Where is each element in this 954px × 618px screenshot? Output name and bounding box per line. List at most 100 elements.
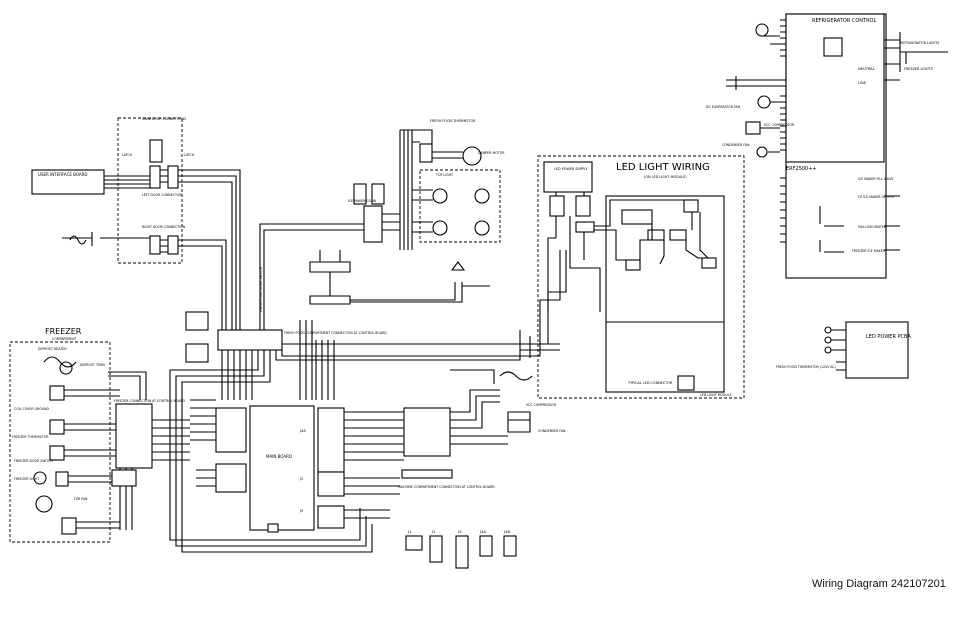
main-board-j4b-connector — [267, 523, 279, 533]
freezer-light-label: FREEZER LIGHT — [14, 477, 39, 481]
ice-maker-connection-block — [363, 205, 383, 243]
led-power-pcba — [845, 321, 909, 379]
freezer-connector-d — [55, 471, 69, 487]
led-power-supply-label: LED POWER SUPPLY — [554, 167, 589, 171]
machine-compartment-connector — [403, 407, 451, 457]
line-label: LINE — [858, 81, 867, 85]
door-connectors — [149, 139, 179, 255]
fzr-fan-label: FZR FAN — [74, 497, 88, 501]
coil-cover-ground-label: COIL COVER GROUND — [14, 407, 49, 411]
led-j12-block — [701, 257, 717, 269]
led-supply-connector-c — [575, 221, 595, 233]
typical-led-connector-label: TYPICAL LED CONNECTOR — [627, 381, 673, 385]
user-interface-harness — [62, 169, 241, 330]
condenser-fan-icon — [756, 146, 768, 158]
legend-j4b: J4B — [503, 529, 511, 534]
left-door-label: LEFT DOOR CONNECTION — [142, 193, 183, 197]
led-light-wiring-subtitle: (ON LED LIGHT MODULE) — [644, 175, 687, 179]
top-light-right-lamp — [474, 188, 490, 204]
user-interface-board — [31, 169, 105, 195]
defrost-heater-label: DEFROST HEATER — [38, 347, 67, 351]
led-top-light-block — [621, 209, 653, 225]
main-board-j5: J5 — [299, 509, 303, 513]
control-relay-block — [823, 37, 843, 57]
legend-j2: J2 — [431, 529, 436, 534]
led-power-pcba-inputs — [824, 326, 846, 371]
freezer-connector-b — [49, 419, 65, 435]
mullion-heater-label: MULLION HEATER — [858, 225, 887, 229]
fresh-food-thermistor-label: FRESH FOOD THERMISTOR — [430, 119, 476, 123]
led-supply-connector-a — [549, 195, 565, 217]
user-interface-board-label: USER INTERFACE BOARD — [38, 172, 88, 177]
fresh-food-harness — [259, 129, 490, 330]
connector-grid-bottom — [185, 343, 209, 363]
grab-door-label: GRAB DOOR CONNECTIONS — [142, 117, 186, 121]
freezer-subtitle: COMPARTMENT — [52, 337, 76, 341]
ice-maker-connector-b — [371, 183, 385, 205]
legend-j1: J1 — [407, 529, 412, 534]
ff-connection-label: FRESH FOOD COMPARTMENT CONNECTION AT CON… — [284, 331, 387, 335]
right-door-label: RIGHT DOOR CONNECTION — [142, 225, 186, 229]
freezer-light-icon — [33, 471, 47, 485]
connector-grid-top — [185, 311, 209, 331]
top-light-left-lamp — [432, 188, 448, 204]
main-board — [249, 405, 315, 531]
freezer-connection-block — [115, 403, 153, 469]
freezer-connector-a — [49, 385, 65, 401]
freezer-aux-connector — [111, 469, 137, 487]
refrig-lights-label: REFRIGERATOR LIGHTS — [900, 41, 939, 45]
freezer-zone — [9, 341, 111, 543]
led-light-wiring-title: LED LIGHT WIRING — [616, 162, 710, 173]
freezer-connector-e — [61, 517, 77, 535]
led-light-wiring-zone — [537, 155, 745, 399]
lower-light-left-lamp — [432, 220, 448, 236]
main-board-label: MAIN BOARD — [266, 454, 292, 459]
defrost-term-label: DEFROST TERM — [80, 363, 105, 367]
control-right-harness — [726, 32, 948, 253]
damper-motor-icon — [462, 146, 482, 166]
machine-compartment-plug — [401, 469, 453, 479]
led-j10-block — [683, 199, 699, 213]
refrigerator-control-title: REFRIGERATOR CONTROL — [812, 18, 876, 24]
top-light-label: TOP LIGHT — [435, 173, 453, 177]
freezer-thermistor-label: FREEZER THERMISTOR — [12, 435, 49, 439]
latch-left-label: LATCH — [122, 153, 133, 157]
defrost-term-icon — [59, 361, 73, 375]
ice-maker-output-label: FZ ICE MAKER OUTPUT — [858, 195, 895, 199]
thermistor-connector — [419, 143, 433, 163]
control-pins — [780, 19, 786, 243]
ice-maker-connector-a — [353, 183, 367, 205]
machine-harness — [450, 336, 560, 445]
condenser-fan-label-left: CONDENSER FAN — [538, 429, 566, 433]
neutral-label: NEUTRAL — [858, 67, 875, 71]
freezer-door-switch-label: FREEZER DOOR SWITCH — [14, 459, 53, 463]
main-harness — [169, 250, 567, 553]
ice-maker-fill-label: ICE MAKER FILL VALVE — [858, 177, 894, 181]
led-light-module — [605, 195, 725, 393]
main-board-left-pins — [215, 407, 247, 493]
typical-led-connector — [677, 375, 695, 391]
freezer-connector-c — [49, 445, 65, 461]
led-light-module-label: LED LIGHT MODULE — [700, 393, 732, 397]
fresh-food-connection-block — [217, 329, 283, 351]
freezer-title: FREEZER — [45, 327, 82, 336]
compressor-label: VCC COMPRESSOR — [764, 123, 795, 127]
refrigerator-control-board — [785, 13, 885, 163]
legend-j4a: J4A — [479, 529, 487, 534]
ff-door-switch-label: FRESH FOOD DOOR SWITCH — [259, 266, 263, 312]
freezer-fan-icon — [35, 495, 53, 513]
compressor-label-left: VCC COMPRESSOR — [526, 403, 557, 407]
main-board-j4a: J4A — [299, 429, 306, 433]
evaporator-fan-icon — [757, 95, 771, 109]
ff-thermistor-pcba-label: FRESH FOOD THERMISTOR (120V AC) — [776, 365, 836, 369]
led-harness — [547, 192, 709, 312]
damper-motor-right-icon — [755, 23, 769, 37]
freezer-connection-label: FREEZER CONNECTION AT CONTROL BOARD — [114, 399, 185, 403]
freezer-ice-maker-label: FREEZER ICE MAKER — [852, 249, 886, 253]
evaporator-fan-label: DC EVAPORATOR FAN — [706, 105, 741, 109]
led-supply-connector-b — [575, 195, 591, 217]
top-light-zone — [419, 169, 501, 243]
refrigerator-control-model: ERF2500++ — [786, 166, 817, 172]
led-power-pcba-title: LED POWER PCBA — [866, 334, 911, 340]
